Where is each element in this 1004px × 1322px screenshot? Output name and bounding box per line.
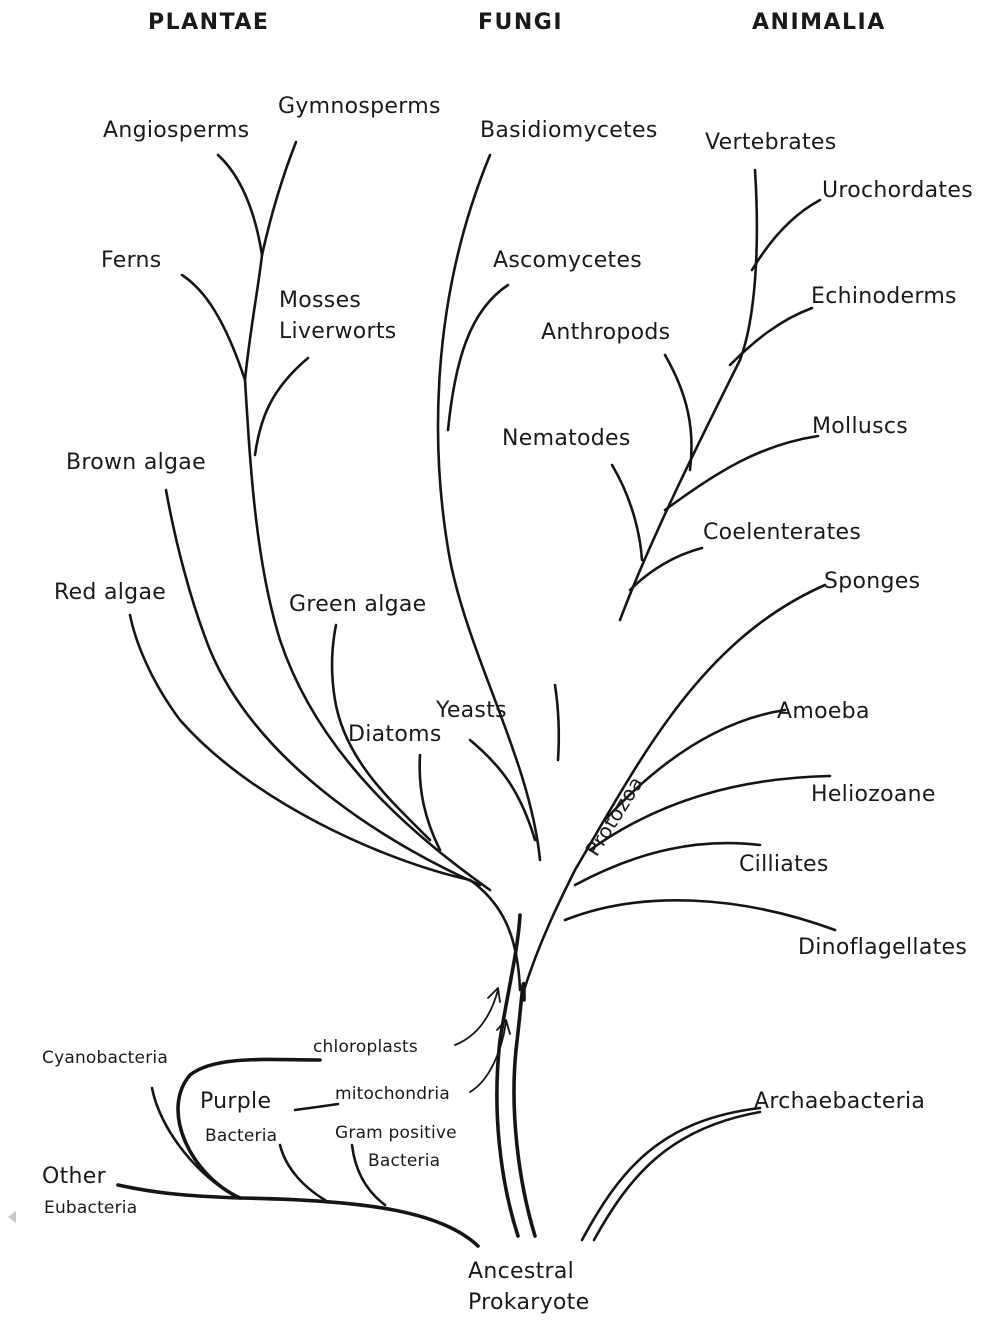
coelenterates-label: Coelenterates [703,518,861,548]
seed-plant-stem [245,255,262,380]
angiosperms-branch [218,155,262,255]
liverworts-label: Liverworts [279,316,397,347]
plant-main-stem [245,380,490,890]
ancestral-prokaryote-label: Ancestral Prokaryote [468,1256,589,1318]
anthropods-branch [665,355,692,470]
mitochondria-label: mitochondria [335,1083,450,1105]
eubacteria-label: Eubacteria [44,1197,137,1219]
kingdom-plantae-label: PLANTAE [148,8,269,38]
basidiomycetes-label: Basidiomycetes [480,116,658,146]
gram-positive-label: Gram positive [335,1122,457,1144]
dinoflagellates-branch [565,900,835,930]
gram-positive-bacteria-label: Bacteria [368,1150,440,1172]
vertebrates-label: Vertebrates [705,128,837,158]
left-arrow-icon [8,1211,16,1223]
root-line-2: Prokaryote [468,1287,589,1318]
urochordates-branch [752,200,820,270]
diatoms-branch [420,755,440,850]
trunk-right-strand [514,984,535,1236]
cilliates-label: Cilliates [739,850,829,880]
ascomycetes-branch [448,285,508,430]
heliozoane-label: Heliozoane [811,780,936,810]
sponges-label: Sponges [824,567,920,597]
molluscs-branch [665,436,818,510]
ascomycetes-label: Ascomycetes [493,246,642,276]
molluscs-label: Molluscs [812,412,908,442]
echinoderms-label: Echinoderms [811,282,957,312]
gymnosperms-branch [262,142,296,255]
red-algae-label: Red algae [54,578,166,608]
root-line-1: Ancestral [468,1256,589,1287]
mosses-label: Mosses [279,285,397,316]
dinoflagellates-label: Dinoflagellates [798,933,967,963]
gymnosperms-label: Gymnosperms [278,92,441,122]
brown-algae-label: Brown algae [66,448,206,478]
trunk-to-protozoa [524,870,575,990]
anthropods-label: Anthropods [541,318,670,348]
green-algae-label: Green algae [289,590,427,620]
eubacteria-main [118,1185,478,1246]
kingdom-fungi-label: FUNGI [478,8,563,38]
other-label: Other [42,1162,106,1192]
archaebacteria-branch-1 [582,1108,760,1240]
ferns-branch [182,275,245,380]
urochordates-label: Urochordates [822,176,973,206]
amoeba-label: Amoeba [777,697,870,727]
cyanobacteria-label: Cyanobacteria [42,1047,168,1069]
nematodes-branch [612,465,642,560]
chloroplasts-label: chloroplasts [313,1036,418,1058]
chloroplast-arrow [455,990,498,1045]
purple-bacteria-label: Bacteria [205,1125,277,1147]
mitochondria-link [295,1104,338,1110]
ferns-label: Ferns [101,246,162,276]
fungi-side-twig [555,685,559,760]
nematodes-label: Nematodes [502,424,631,454]
purple-bacteria-branch [280,1145,325,1200]
mosses-liverworts-label: Mosses Liverworts [279,285,397,347]
angiosperms-label: Angiosperms [103,116,249,146]
yeasts-label: Yeasts [436,696,507,726]
kingdom-animalia-label: ANIMALIA [752,8,886,38]
purple-label: Purple [200,1087,271,1117]
mosses-branch [255,358,308,455]
diatoms-label: Diatoms [348,720,442,750]
archaebacteria-label: Archaebacteria [754,1087,925,1117]
